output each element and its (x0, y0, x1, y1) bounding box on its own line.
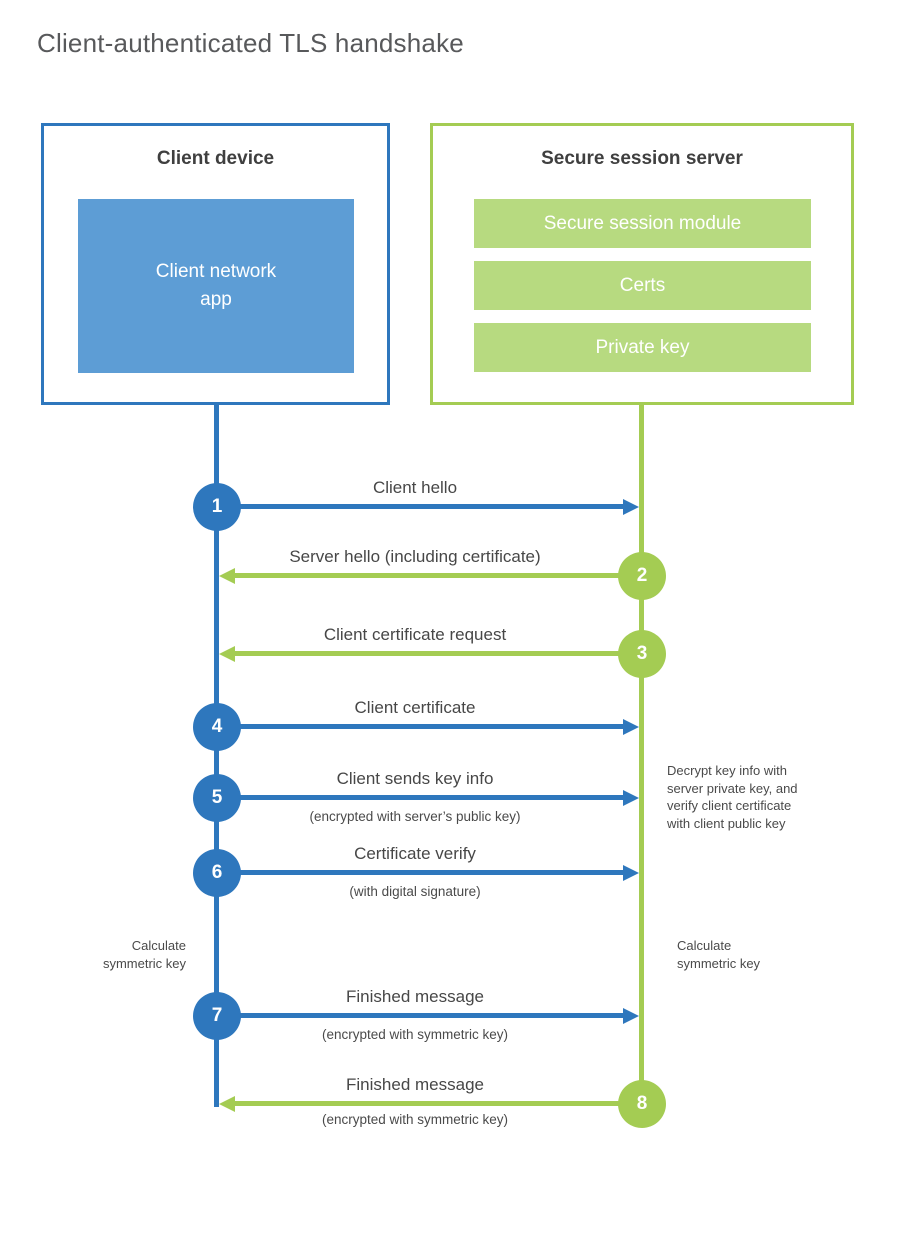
arrowhead-right-icon (623, 1008, 639, 1024)
client-device-title: Client device (156, 148, 275, 169)
step-circle: 2 (618, 552, 666, 600)
arrowhead-right-icon (623, 499, 639, 515)
message-arrow-line (217, 1013, 624, 1018)
message-sublabel: (encrypted with symmetric key) (321, 1027, 509, 1042)
message-arrow-line (235, 651, 642, 656)
message-arrow-line (217, 795, 624, 800)
message-arrow-line (217, 870, 624, 875)
note-calculate-symmetric-key-client: Calculate symmetric key (102, 938, 186, 971)
step-number: 8 (636, 1093, 648, 1114)
client-device-box: Client device Client network app (41, 123, 390, 405)
message-arrow-line (217, 724, 624, 729)
server-lifeline (639, 405, 644, 1110)
message-arrow-line (217, 504, 624, 509)
note-decrypt-key-info: Decrypt key info with server private key… (667, 763, 798, 831)
step-circle: 7 (193, 992, 241, 1040)
arrowhead-left-icon (219, 1096, 235, 1112)
step-number: 2 (636, 565, 648, 586)
client-network-app-rect: Client network app (78, 199, 354, 373)
message-label: Certificate verify (354, 844, 476, 863)
message-label: Finished message (346, 987, 484, 1006)
diagram-title: Client-authenticated TLS handshake (37, 28, 464, 58)
secure-session-server-box: Secure session server Secure session mod… (430, 123, 854, 405)
step-number: 1 (211, 496, 223, 517)
message-arrow-line (235, 1101, 642, 1106)
note-calculate-symmetric-key-server: Calculate symmetric key (677, 938, 761, 971)
step-number: 6 (211, 862, 223, 883)
message-sublabel: (encrypted with symmetric key) (321, 1112, 509, 1127)
step-number: 7 (211, 1005, 223, 1026)
arrowhead-left-icon (219, 568, 235, 584)
arrowhead-right-icon (623, 790, 639, 806)
arrowhead-left-icon (219, 646, 235, 662)
step-number: 3 (636, 643, 648, 664)
message-sublabel: (with digital signature) (349, 884, 481, 899)
server-module-bar-private-key: Private key (474, 323, 811, 372)
step-circle: 5 (193, 774, 241, 822)
step-circle: 6 (193, 849, 241, 897)
message-label: Client certificate request (323, 625, 507, 644)
secure-session-server-title: Secure session server (541, 148, 743, 169)
message-arrow-line (235, 573, 642, 578)
message-sublabel: (encrypted with server’s public key) (309, 809, 521, 824)
step-circle: 1 (193, 483, 241, 531)
server-module-bar-secure-session-module: Secure session module (474, 199, 811, 248)
message-label: Client sends key info (336, 769, 494, 788)
message-label: Server hello (including certificate) (289, 547, 541, 566)
step-circle: 8 (618, 1080, 666, 1128)
message-label: Client certificate (354, 698, 476, 717)
arrowhead-right-icon (623, 719, 639, 735)
step-circle: 3 (618, 630, 666, 678)
step-number: 4 (211, 716, 223, 737)
step-circle: 4 (193, 703, 241, 751)
server-module-bar-certs: Certs (474, 261, 811, 310)
client-lifeline (214, 405, 219, 1107)
message-label: Finished message (346, 1075, 484, 1094)
step-number: 5 (211, 787, 223, 808)
message-label: Client hello (372, 478, 458, 497)
arrowhead-right-icon (623, 865, 639, 881)
